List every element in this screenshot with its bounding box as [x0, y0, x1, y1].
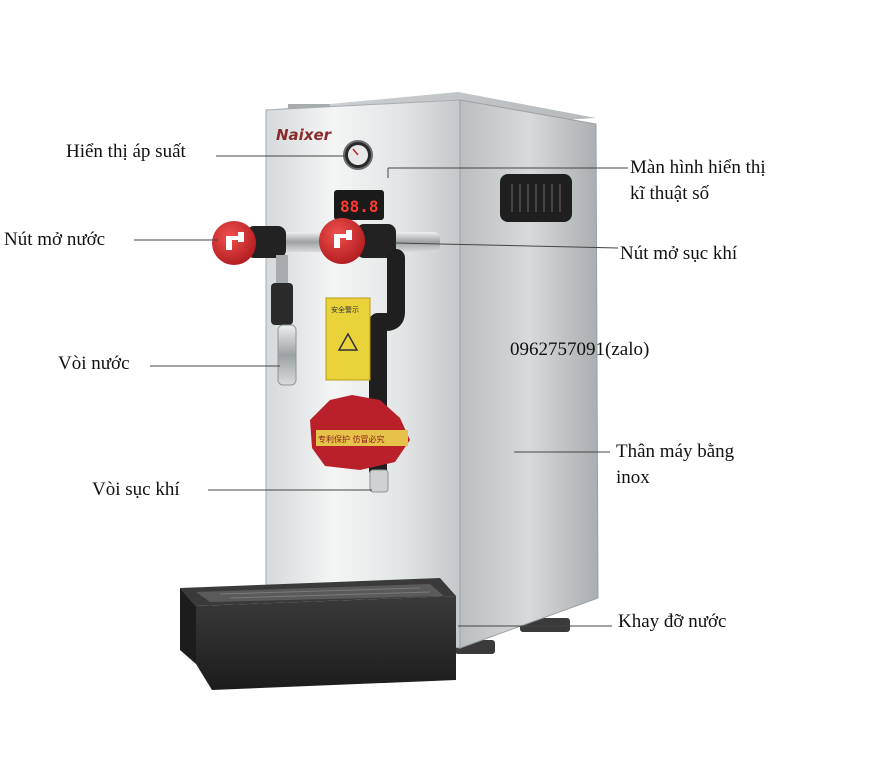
- steam-wand: [369, 249, 405, 493]
- water-spout: [271, 255, 297, 386]
- digital-display-digits: 88.8: [340, 197, 379, 216]
- label-digital-display-line1: Màn hình hiển thị: [630, 157, 766, 178]
- pressure-gauge-needle: [352, 148, 359, 156]
- label-water-knob: Nút mở nước: [4, 229, 106, 250]
- digital-display-bezel: [334, 190, 384, 220]
- brand-logo: Naixer: [276, 126, 333, 144]
- label-water-spout: Vòi nước: [58, 353, 130, 374]
- label-digital-display-line2: kĩ thuật số: [630, 183, 710, 204]
- label-phone: 0962757091(zalo): [510, 339, 650, 360]
- warning-triangle: [337, 332, 359, 351]
- label-body-line1: Thân máy bằng: [616, 441, 735, 462]
- label-steam-knob: Nút mở sục khí: [620, 243, 738, 264]
- label-steam-wand: Vòi sục khí: [92, 479, 180, 500]
- machine-side-panel: [459, 99, 599, 649]
- leader-lines: [134, 155, 628, 627]
- patent-badge: 专利保护 仿冒必究: [310, 395, 410, 470]
- label-pressure-gauge: Hiển thị áp suất: [66, 141, 186, 162]
- label-body-line2: inox: [616, 467, 650, 488]
- warning-sticker: [325, 297, 371, 381]
- handle-grip: [511, 184, 561, 212]
- water-knob: [212, 221, 286, 265]
- label-drip-tray: Khay đỡ nước: [618, 611, 727, 632]
- svg-text:专利保护 仿冒必究: 专利保护 仿冒必究: [318, 434, 385, 444]
- warning-sticker-text: 安全警示: [331, 305, 359, 314]
- drip-tray: [180, 578, 456, 690]
- steam-knob: [319, 218, 396, 264]
